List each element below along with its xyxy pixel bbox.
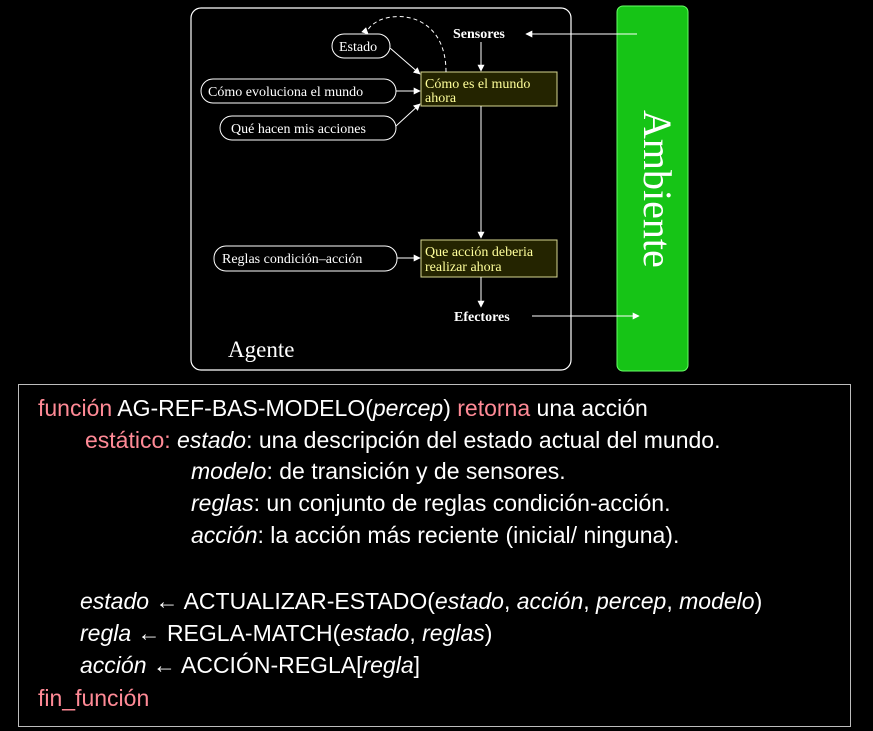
world-now-box (420, 71, 558, 107)
rule-action-line: acción ← ACCIÓN-REGLA[regla] (80, 652, 421, 678)
environment-label: Ambiente (635, 110, 680, 268)
world-now-line1: Cómo es el mundo (425, 77, 530, 92)
sensors-label: Sensores (453, 27, 505, 42)
static-estado-line: estático: estado: una descripción del es… (85, 427, 721, 453)
action-line2: realizar ahora (425, 260, 502, 275)
static-modelo-line: modelo: de transición y de sensores. (191, 458, 566, 484)
state-to-world-arrow (389, 47, 421, 75)
world-now-line2: ahora (425, 91, 457, 106)
returns-keyword: retorna (457, 395, 531, 421)
function-header-line: función AG-REF-BAS-MODELO(percep) retorn… (38, 395, 648, 421)
action-box (420, 239, 558, 278)
actions-to-world-arrow (395, 103, 421, 127)
action-line1: Que acción deberia (425, 245, 534, 260)
static-keyword: estático: (85, 427, 171, 453)
my-actions-label: Qué hacen mis acciones (231, 122, 366, 137)
agent-box (190, 7, 572, 371)
agent-diagram: Agente Ambiente Sensores Efectores Estad… (190, 5, 689, 372)
function-keyword: función (38, 395, 113, 421)
update-state-line: estado ← ACTUALIZAR-ESTADO(estado, acció… (80, 588, 763, 614)
feedback-dashed-arrow (361, 16, 447, 73)
state-label: Estado (339, 40, 377, 55)
function-end-line: fin_función (38, 684, 149, 712)
my-actions-oval (219, 115, 397, 141)
rule-match-line: regla ← REGLA-MATCH(estado, reglas) (80, 620, 493, 646)
end-keyword: fin_función (38, 685, 150, 711)
static-reglas-line: reglas: un conjunto de reglas condición-… (191, 490, 671, 516)
pseudocode-box (18, 384, 851, 727)
world-evolution-label: Cómo evoluciona el mundo (208, 85, 363, 100)
agent-label: Agente (228, 337, 294, 362)
condition-rules-label: Reglas condición–acción (222, 252, 362, 267)
effectors-label: Efectores (454, 310, 510, 325)
state-oval (331, 33, 391, 59)
environment-box (616, 5, 689, 372)
static-accion-line: acción: la acción más reciente (inicial/… (191, 522, 680, 548)
